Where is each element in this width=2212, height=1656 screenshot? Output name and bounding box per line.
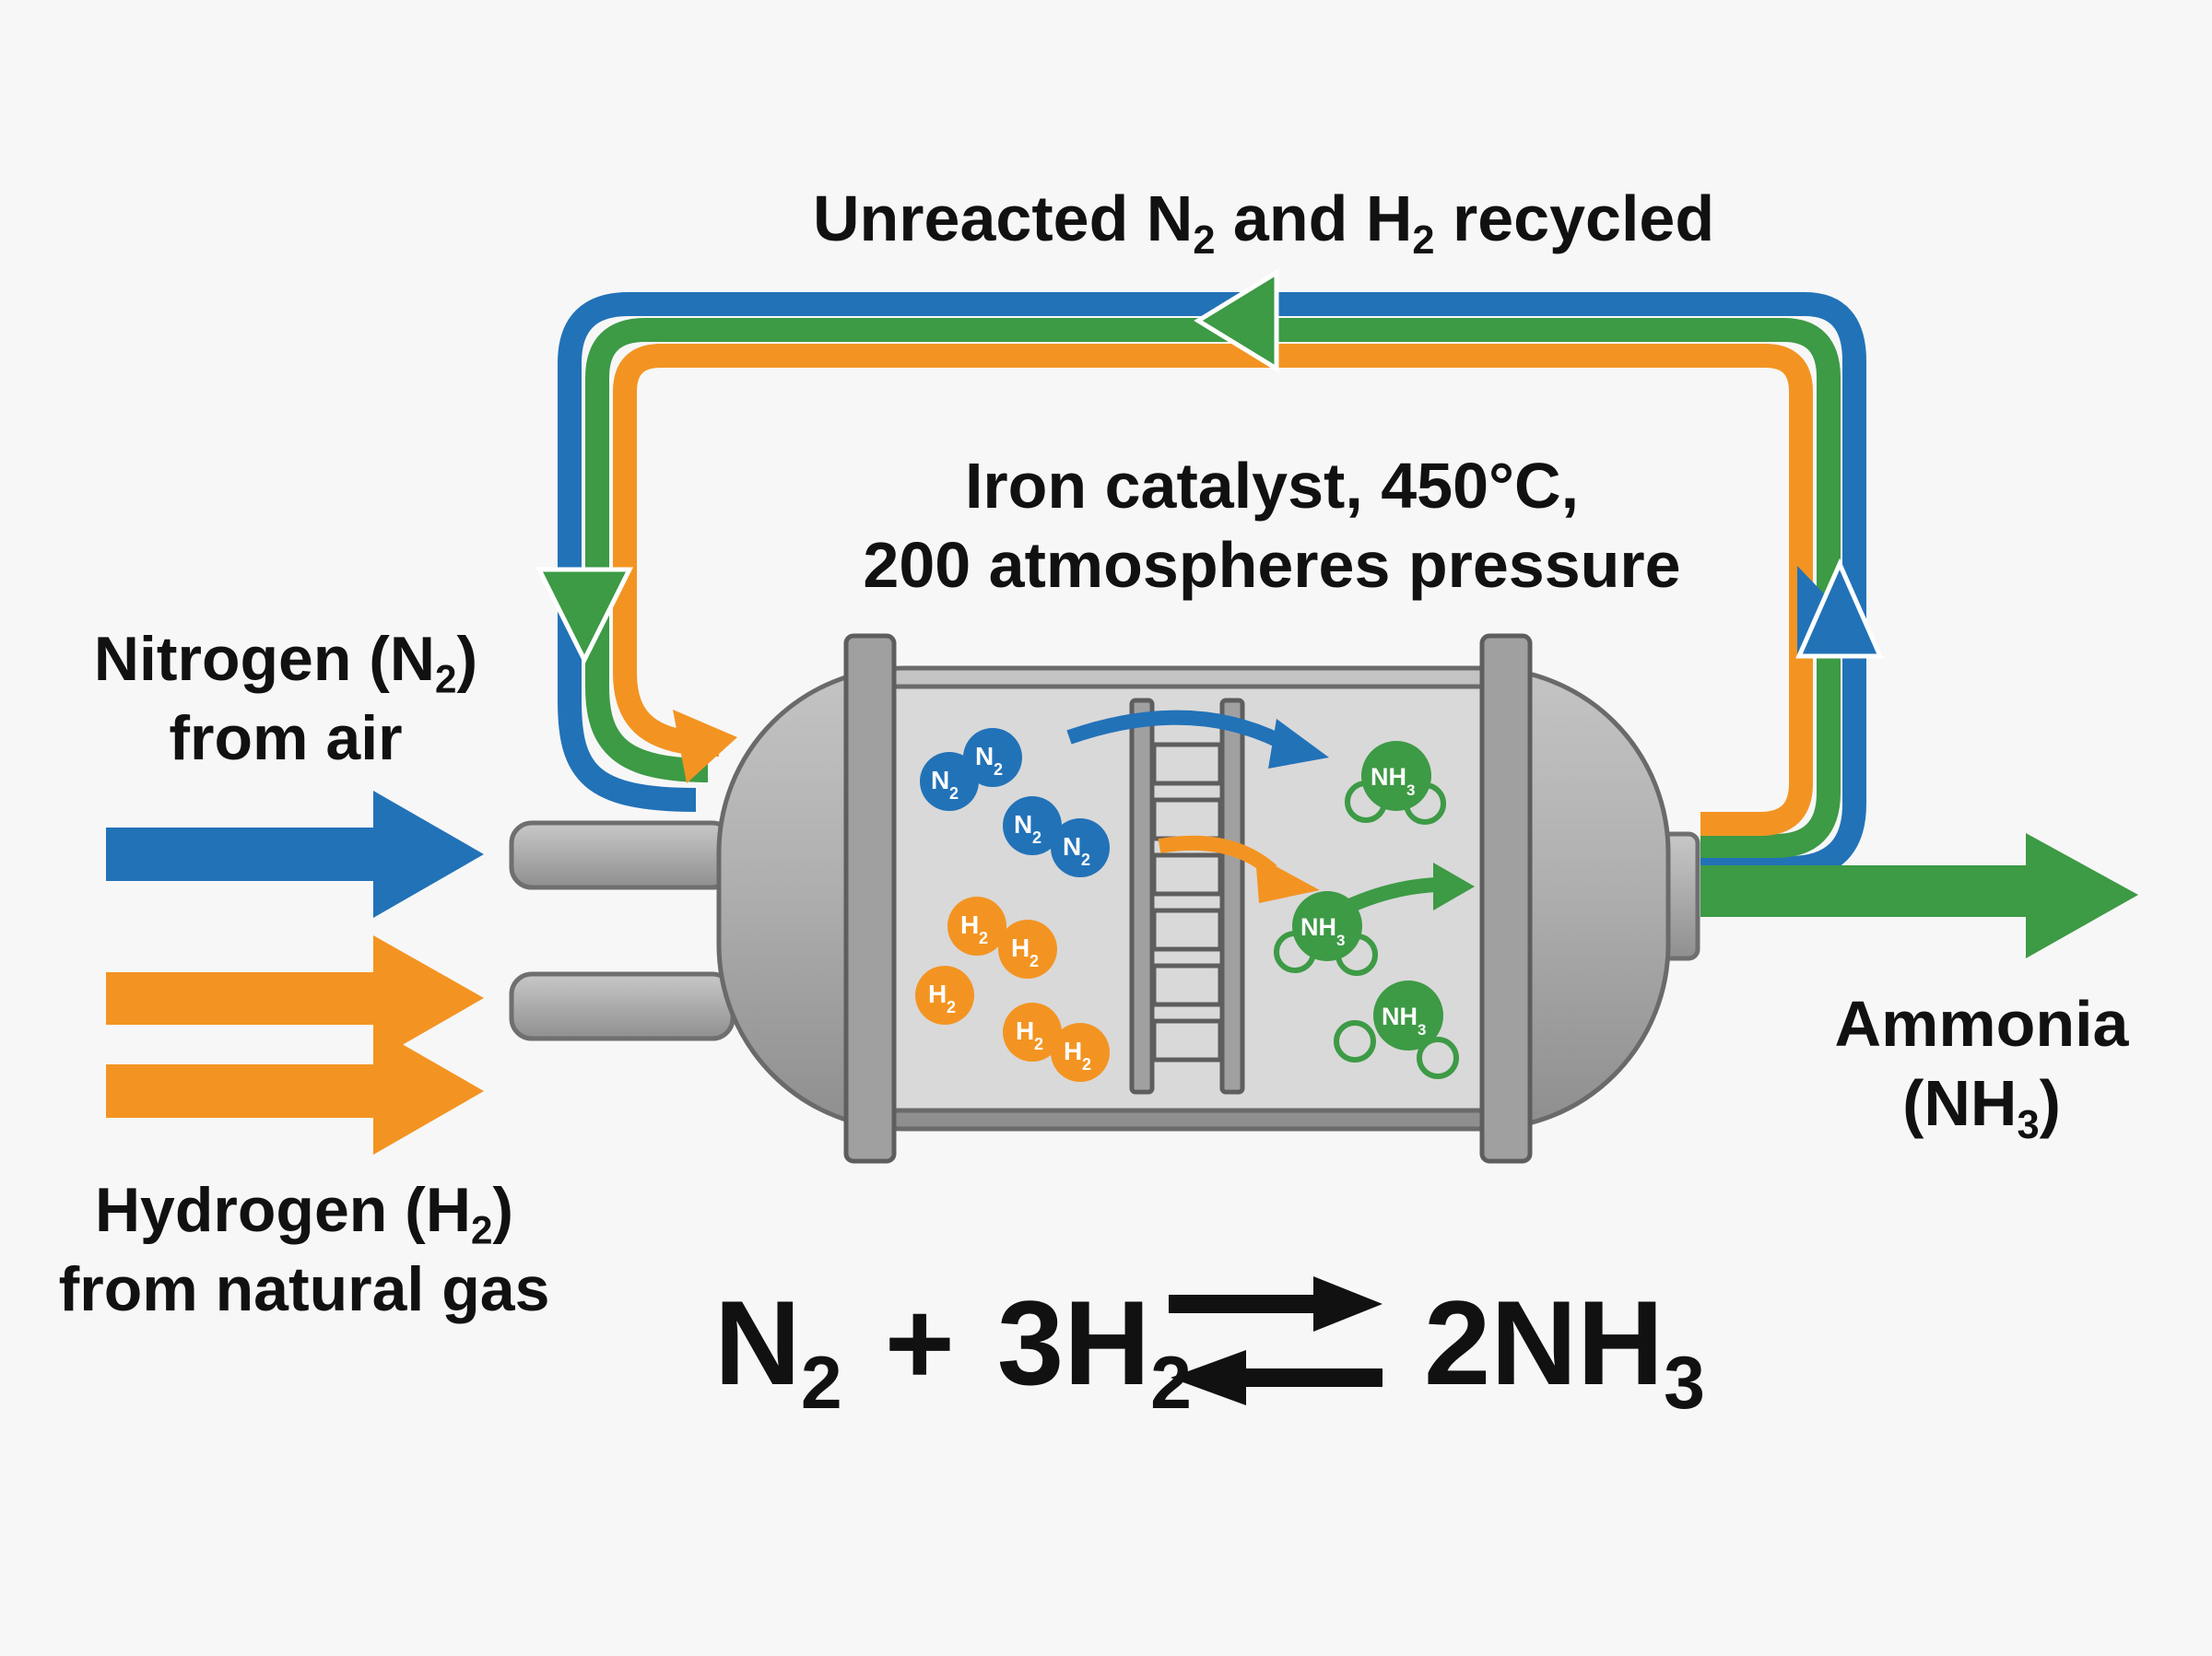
- conditions-line-1: Iron catalyst, 450°C,: [964, 450, 1580, 522]
- recycle-up-arrow-head-icon: [1795, 558, 1884, 659]
- hydrogen-input-arrow-bottom-icon: [106, 1028, 484, 1155]
- svg-text:H: H: [1011, 934, 1030, 962]
- hydrogen-label: Hydrogen (H2) from natural gas: [58, 1175, 550, 1324]
- nh3-flow-arrow-icon: [1342, 877, 1439, 915]
- recycle-band-orange: [613, 344, 1813, 836]
- equation-reactants: N2 + 3H2: [714, 1275, 1192, 1425]
- equation-plus: +: [884, 1275, 955, 1410]
- svg-text:H: H: [1064, 1037, 1082, 1065]
- conditions-label: Iron catalyst, 450°C, 200 atmospheres pr…: [830, 446, 1714, 605]
- ammonia-output-arrow-icon: [1700, 833, 2138, 958]
- svg-text:2: 2: [1030, 952, 1039, 970]
- nitrogen-label: Nitrogen (N2) from air: [93, 624, 478, 773]
- equation-product: 2NH3: [1424, 1275, 1705, 1425]
- loop-entry-arrow-icon: [673, 710, 737, 783]
- svg-text:2: 2: [1082, 1055, 1091, 1074]
- ammonia-label: Ammonia (NH3): [1834, 988, 2129, 1147]
- n2-flow-arrow-icon: [1066, 710, 1285, 749]
- svg-text:2: 2: [1032, 828, 1041, 847]
- recycle-label: Unreacted N2 and H2 recycled: [813, 182, 1715, 263]
- svg-text:NH: NH: [1371, 763, 1406, 791]
- recycle-top-arrow-icon: [1194, 268, 1279, 373]
- svg-text:3: 3: [1418, 1021, 1426, 1039]
- svg-text:N: N: [1014, 810, 1032, 839]
- svg-text:H: H: [928, 980, 947, 1008]
- equilibrium-arrows-icon: [1169, 1276, 1382, 1405]
- recycle-loop: [535, 268, 1884, 880]
- svg-text:3: 3: [1336, 932, 1345, 949]
- svg-text:N: N: [931, 766, 949, 794]
- svg-text:N: N: [1063, 832, 1081, 861]
- conditions-line-2: 200 atmospheres pressure: [863, 529, 1681, 601]
- svg-text:N: N: [975, 742, 994, 770]
- nh3-flow-arrowhead: [1433, 863, 1475, 910]
- recycle-band-blue: [558, 292, 1866, 880]
- inlet-pipes: [509, 820, 735, 1041]
- nitrogen-input-arrow-icon: [106, 791, 484, 918]
- svg-text:NH: NH: [1382, 1003, 1418, 1030]
- catalyst-bed-icon: [1129, 698, 1245, 1095]
- flange-right: [1479, 633, 1533, 1164]
- recycle-band-green: [585, 318, 1841, 858]
- svg-text:H: H: [1016, 1016, 1034, 1045]
- svg-text:H: H: [960, 910, 979, 939]
- svg-text:2: 2: [994, 760, 1003, 779]
- flange-left: [843, 633, 897, 1164]
- svg-text:2: 2: [979, 929, 988, 947]
- svg-text:3: 3: [1406, 781, 1415, 799]
- n2-flow-arrowhead: [1268, 719, 1329, 769]
- svg-text:2: 2: [1081, 851, 1090, 869]
- svg-text:2: 2: [947, 998, 956, 1016]
- h2-flow-arrowhead: [1255, 855, 1320, 903]
- svg-text:NH: NH: [1300, 913, 1336, 941]
- hydrogen-input-arrow-top-icon: [106, 935, 484, 1062]
- svg-text:2: 2: [949, 784, 959, 803]
- svg-text:2: 2: [1034, 1035, 1043, 1053]
- recycle-down-arrow-icon: [535, 567, 634, 665]
